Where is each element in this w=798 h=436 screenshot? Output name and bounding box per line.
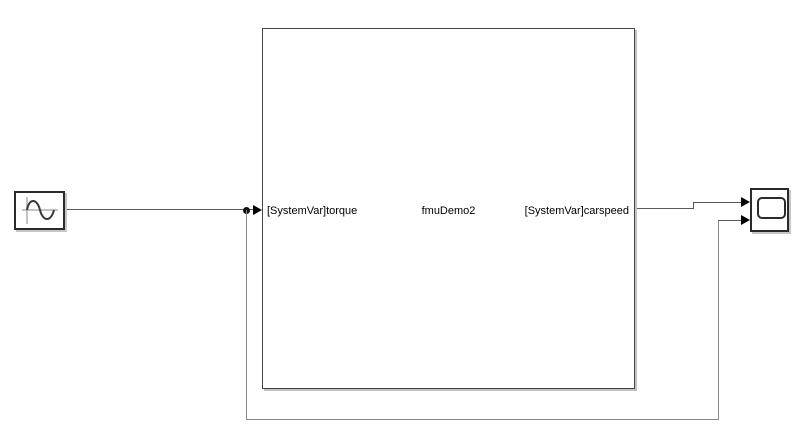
signal-line-subsystem-out[interactable] [635,208,694,209]
signal-line-to-scope[interactable] [693,202,742,203]
scope-input2-arrowhead-icon [741,215,750,225]
signal-line-subsystem-out-step[interactable] [693,202,694,209]
subsystem-name-label: fmuDemo2 [421,205,476,217]
signal-line-branch-to-scope[interactable] [718,220,742,221]
signal-line-branch-bottom[interactable] [246,419,719,420]
signal-line-branch-up[interactable] [718,220,719,420]
subsystem-input-arrowhead-icon [253,205,262,215]
sine-wave-icon [22,197,58,224]
subsystem-block[interactable]: [SystemVar]torque fmuDemo2 [SystemVar]ca… [262,28,635,389]
subsystem-input-port-label: [SystemVar]torque [267,205,358,217]
scope-input1-arrowhead-icon [741,197,750,207]
signal-line-branch-down[interactable] [246,210,247,419]
subsystem-output-port-label: [SystemVar]carspeed [524,205,629,217]
sine-wave-block[interactable] [14,191,65,230]
signal-line-sine-to-subsystem[interactable] [65,209,253,210]
scope-screen-icon [757,197,786,219]
scope-block[interactable] [750,188,789,232]
